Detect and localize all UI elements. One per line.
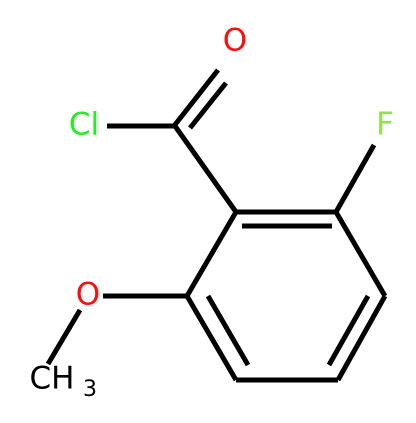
chlorine-label: Cl: [69, 107, 99, 143]
oxygen-carbonyl-label: O: [223, 23, 247, 59]
oxygen-methoxy-label: O: [76, 277, 100, 313]
double-bond-carbonyl-inner: [188, 81, 228, 130]
ring-bond-bottom-left-to-left: [184, 294, 239, 382]
bond-lines: [45, 68, 388, 383]
methyl-subscript-label: 3: [83, 377, 97, 402]
ring-bond-right-inner: [326, 294, 371, 367]
ring-bond-top-right-to-right: [333, 210, 388, 298]
ring-bond-left-inner: [205, 294, 251, 367]
bond-methoxy-oxygen-to-methyl: [45, 308, 83, 366]
atom-labels: O Cl F O CH 3: [30, 23, 394, 403]
ring-bond-top-right-to-fluorine: [333, 143, 377, 214]
ring-bond-left-to-top-left: [184, 210, 239, 298]
fluorine-label: F: [376, 107, 394, 143]
ring-bond-right-to-bottom-right: [335, 294, 388, 382]
bond-carbonyl-to-ring: [172, 124, 239, 214]
methyl-carbon-label: CH: [30, 361, 75, 397]
double-bond-carbonyl-outer: [172, 68, 220, 128]
